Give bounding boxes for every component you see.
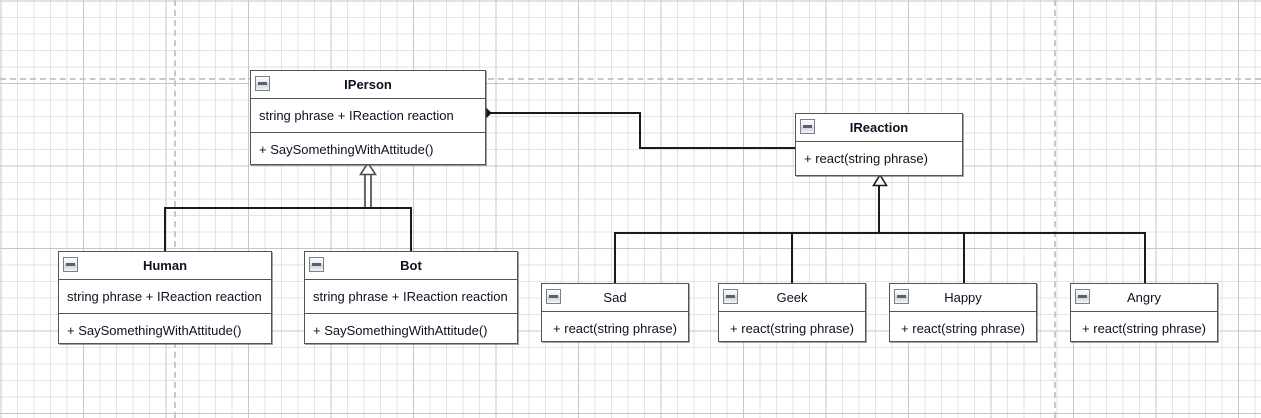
generalization-drop-sad xyxy=(614,232,616,283)
association-segment-h-top xyxy=(486,112,641,114)
class-title-bot: Bot xyxy=(400,258,422,273)
collapse-minus-icon[interactable] xyxy=(309,257,324,272)
association-segment-v xyxy=(639,112,641,149)
class-header-bot: Bot xyxy=(305,252,517,280)
collapse-minus-icon[interactable] xyxy=(546,289,561,304)
generalization-drop-human xyxy=(164,207,166,252)
class-header-human: Human xyxy=(59,252,271,280)
class-title-geek: Geek xyxy=(776,290,808,305)
generalization-branch-ireaction xyxy=(614,232,1146,234)
collapse-minus-icon[interactable] xyxy=(800,119,815,134)
generalization-arrowhead-ireaction xyxy=(872,173,888,187)
class-operation-sad-0: + react(string phrase) xyxy=(553,321,677,336)
class-attribute-bot-0: string phrase + IReaction reaction xyxy=(313,289,508,304)
class-header-happy: Happy xyxy=(890,284,1036,312)
class-operation-ireaction-0: + react(string phrase) xyxy=(804,151,928,166)
class-attribute-human-0: string phrase + IReaction reaction xyxy=(67,289,262,304)
class-box-geek[interactable]: Geek + react(string phrase) xyxy=(718,283,866,342)
class-box-ireaction[interactable]: IReaction + react(string phrase) xyxy=(795,113,963,176)
class-title-iperson: IPerson xyxy=(344,77,392,92)
page-break-guide-vertical-right xyxy=(1054,0,1056,418)
collapse-minus-icon[interactable] xyxy=(255,76,270,91)
generalization-drop-geek xyxy=(791,232,793,283)
generalization-branch-iperson xyxy=(164,207,412,209)
class-box-sad[interactable]: Sad + react(string phrase) xyxy=(541,283,689,342)
class-operation-angry-0: + react(string phrase) xyxy=(1082,321,1206,336)
class-box-iperson[interactable]: IPerson string phrase + IReaction reacti… xyxy=(250,70,486,165)
class-box-bot[interactable]: Bot string phrase + IReaction reaction +… xyxy=(304,251,518,344)
generalization-arrowhead-iperson xyxy=(359,161,377,176)
collapse-minus-icon[interactable] xyxy=(723,289,738,304)
class-box-human[interactable]: Human string phrase + IReaction reaction… xyxy=(58,251,272,344)
class-title-happy: Happy xyxy=(944,290,982,305)
class-header-sad: Sad xyxy=(542,284,688,312)
class-title-sad: Sad xyxy=(603,290,627,305)
class-header-angry: Angry xyxy=(1071,284,1217,312)
generalization-shaft-iperson xyxy=(364,172,372,209)
class-operation-happy-0: + react(string phrase) xyxy=(901,321,1025,336)
page-break-guide-horizontal xyxy=(0,78,1261,80)
class-operation-geek-0: + react(string phrase) xyxy=(730,321,854,336)
class-header-geek: Geek xyxy=(719,284,865,312)
class-header-iperson: IPerson xyxy=(251,71,485,99)
class-box-angry[interactable]: Angry + react(string phrase) xyxy=(1070,283,1218,342)
class-operation-bot-0: + SaySomethingWithAttitude() xyxy=(305,313,517,347)
generalization-shaft-ireaction xyxy=(878,184,880,234)
class-header-ireaction: IReaction xyxy=(796,114,962,142)
generalization-drop-bot xyxy=(410,207,412,252)
generalization-drop-happy xyxy=(963,232,965,283)
class-operation-human-0: + SaySomethingWithAttitude() xyxy=(59,313,271,347)
class-title-angry: Angry xyxy=(1127,290,1161,305)
class-attribute-iperson-0: string phrase + IReaction reaction xyxy=(259,108,454,123)
class-title-human: Human xyxy=(142,258,188,273)
association-segment-h-bottom xyxy=(639,147,796,149)
collapse-minus-icon[interactable] xyxy=(63,257,78,272)
class-operation-iperson-0: + SaySomethingWithAttitude() xyxy=(251,132,485,166)
page-break-guide-vertical-left xyxy=(174,0,176,418)
collapse-minus-icon[interactable] xyxy=(1075,289,1090,304)
class-box-happy[interactable]: Happy + react(string phrase) xyxy=(889,283,1037,342)
generalization-drop-angry xyxy=(1144,232,1146,283)
class-title-ireaction: IReaction xyxy=(849,120,909,135)
collapse-minus-icon[interactable] xyxy=(894,289,909,304)
